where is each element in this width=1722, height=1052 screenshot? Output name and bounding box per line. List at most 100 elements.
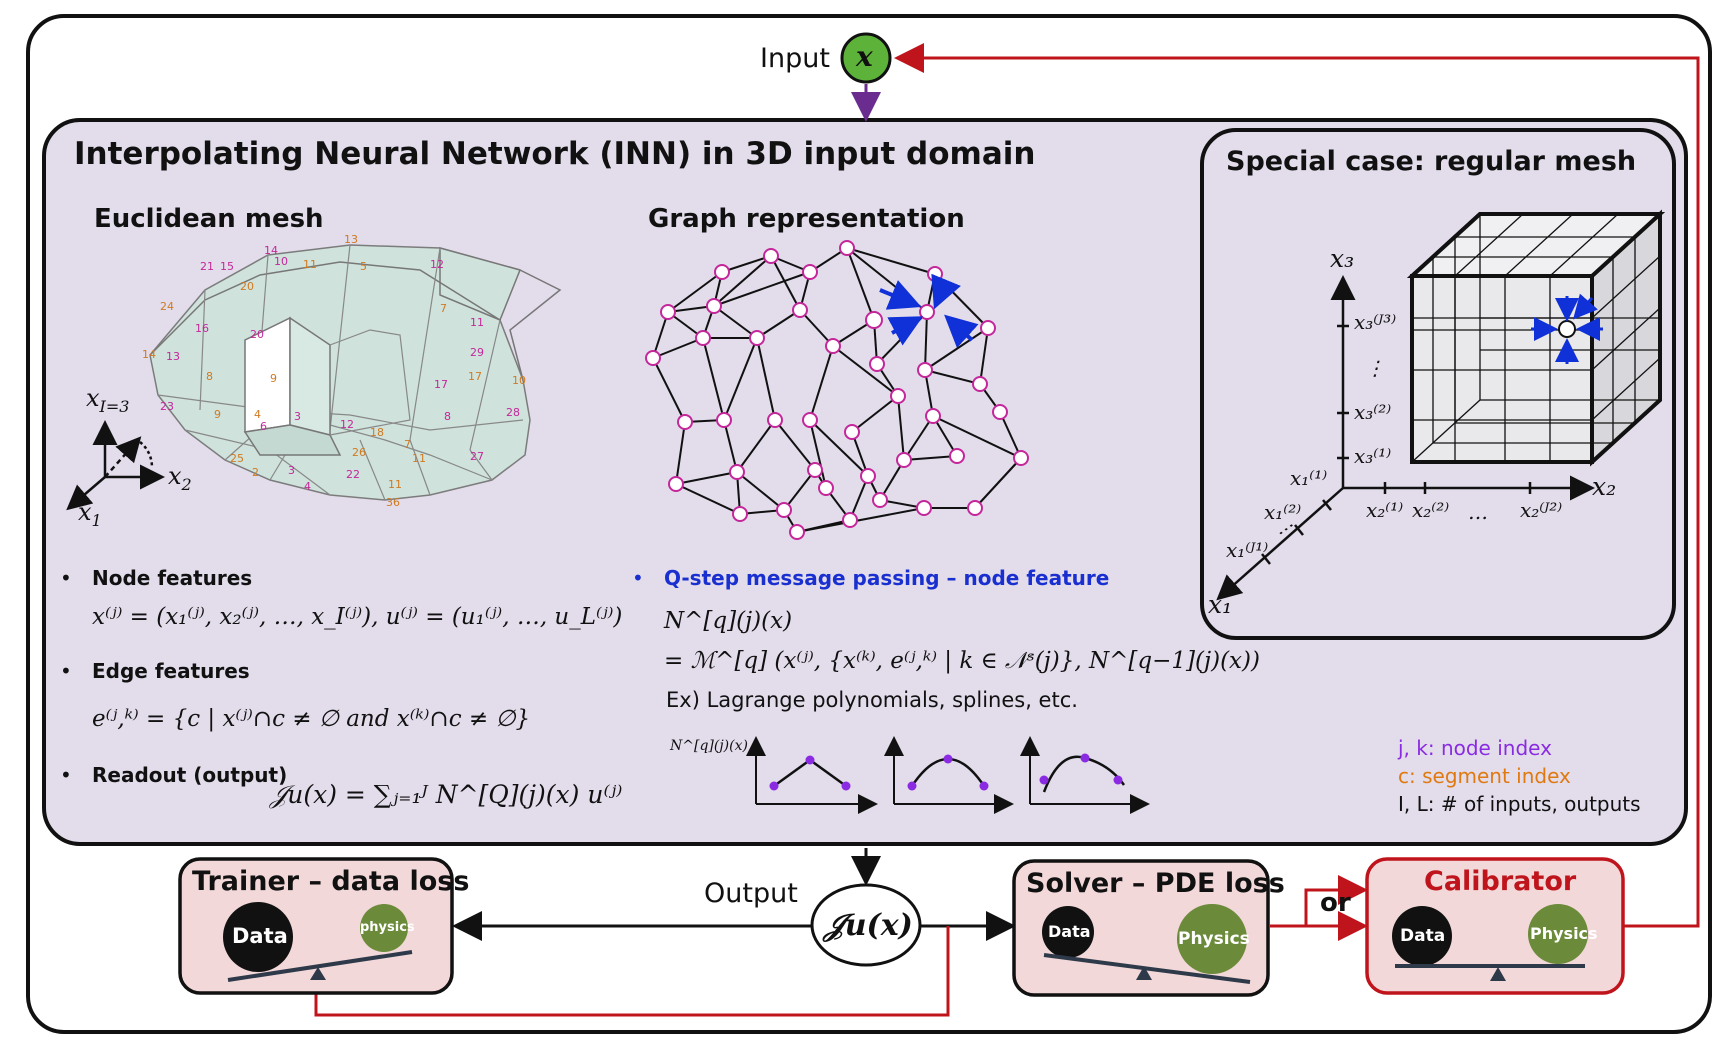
mesh-node-label: 8: [206, 370, 213, 383]
bullet-node: •: [60, 566, 72, 590]
graph-node: [927, 266, 943, 282]
graph-node: [869, 356, 885, 372]
graph-edge: [702, 337, 725, 421]
graph-edge: [736, 419, 776, 473]
graph-node: [839, 240, 855, 256]
graph-edge: [652, 357, 686, 423]
graph-edge: [809, 419, 869, 477]
graph-node: [695, 330, 711, 346]
graph-node: [729, 464, 745, 480]
mesh-node-label: 21: [200, 260, 214, 273]
special-x1-tick-j1: x₁⁽ᴶ¹⁾: [1226, 538, 1269, 562]
graph-node: [645, 350, 661, 366]
special-axis-x3: x₃: [1330, 244, 1355, 273]
graph-node: [917, 362, 933, 378]
plot-y-label: N^[q](j)(x): [670, 738, 748, 754]
mesh-node-label: 28: [506, 406, 520, 419]
graph-edge: [979, 327, 989, 385]
graph-edge: [974, 457, 1022, 509]
graph-edge: [774, 419, 816, 471]
solver-fulcrum: [1136, 966, 1152, 980]
graph-node: [668, 476, 684, 492]
trainer-physics-label: physics: [360, 920, 415, 935]
graph-edge: [846, 247, 875, 321]
graph-node: [967, 500, 983, 516]
mesh-node-label: 11: [412, 452, 426, 465]
mesh-node-label: 13: [166, 350, 180, 363]
interpolation-plot-points: [769, 753, 1123, 791]
special-x3-tick-1: x₃⁽¹⁾: [1354, 444, 1392, 468]
mesh-node-label: 10: [512, 374, 526, 387]
output-label: Output: [704, 878, 798, 909]
graph-node: [844, 424, 860, 440]
graph-message-arrows: [879, 273, 979, 348]
bullet-readout: •: [60, 763, 72, 787]
mesh-node-label: 10: [274, 255, 288, 268]
bullet-message: •: [632, 566, 644, 590]
mesh-node-label: 14: [142, 348, 156, 361]
message-eq-1: N^[q](j)(x): [664, 608, 793, 634]
mesh-node-label: 22: [346, 468, 360, 481]
mesh-node-label: 6: [260, 420, 267, 433]
mesh-node-label: 12: [430, 258, 444, 271]
input-symbol: x: [856, 40, 873, 73]
mesh-node-label: 4: [304, 480, 311, 493]
mesh-node-label: 11: [303, 258, 317, 271]
graph-node: [763, 248, 779, 264]
mesh-node-label: 17: [434, 378, 448, 391]
graph-edge: [667, 271, 723, 313]
special-x3-tick-j3: x₃⁽ᴶ³⁾: [1354, 310, 1397, 334]
mesh-node-label: 14: [264, 244, 278, 257]
graph-edge: [721, 255, 772, 273]
calibrator-physics-label: Physics: [1530, 924, 1598, 943]
mesh-node-label: 20: [250, 328, 264, 341]
message-passing-title: Q-step message passing – node feature: [664, 566, 1110, 590]
graph-edge: [713, 305, 758, 339]
message-example: Ex) Lagrange polynomials, splines, etc.: [666, 688, 1078, 712]
euclid-axis-x2: x2: [168, 462, 192, 494]
graph-edge: [756, 309, 801, 339]
graph-node: [896, 452, 912, 468]
graph-edge: [897, 395, 905, 461]
graph-node: [980, 320, 996, 336]
graph-edge: [796, 507, 925, 533]
solver-physics-label: Physics: [1178, 929, 1250, 949]
readout-eq: 𝒥u(x) = ∑ⱼ₌₁ᴶ N^[Q](j)(x) u⁽ʲ⁾: [270, 780, 623, 809]
special-x1-tick-2: x₁⁽²⁾: [1264, 500, 1302, 524]
special-axis-x1: x₁: [1208, 590, 1233, 619]
graph-edge: [799, 309, 834, 347]
solver-data-label: Data: [1048, 922, 1091, 941]
graph-node: [767, 412, 783, 428]
graph-edge: [903, 415, 934, 461]
special-case-title: Special case: regular mesh: [1226, 146, 1637, 177]
special-x1-tick-1: x₁⁽¹⁾: [1290, 466, 1328, 490]
calibrator-fulcrum: [1490, 967, 1506, 981]
special-x2-tick-dots: …: [1468, 500, 1488, 524]
graph-edge: [736, 471, 785, 511]
graph-node: [919, 304, 935, 320]
graph-edge: [924, 311, 928, 371]
trainer-physics-ball: [360, 904, 408, 952]
node-features-title: Node features: [92, 566, 253, 590]
graph-edge: [924, 369, 981, 385]
graph-nodes: [645, 240, 1029, 540]
graph-node: [842, 512, 858, 528]
graph-representation-title: Graph representation: [648, 204, 965, 234]
graph-edge: [723, 337, 758, 421]
special-x3-tick-2: x₃⁽²⁾: [1354, 400, 1392, 424]
mesh-node-label: 29: [470, 346, 484, 359]
graph-node: [802, 412, 818, 428]
graph-edge: [723, 419, 738, 473]
graph-edge: [713, 271, 811, 307]
calibrator-data-ball: [1392, 906, 1452, 966]
special-x2-tick-j2: x₂⁽ᴶ²⁾: [1520, 498, 1563, 522]
graph-edge: [903, 455, 958, 461]
graph-node: [749, 330, 765, 346]
mesh-node-label: 24: [160, 300, 174, 313]
graph-node: [677, 414, 693, 430]
calibrator-feedback-line: [894, 43, 1700, 928]
graph-node: [714, 264, 730, 280]
legend-segment-index: c: segment index: [1398, 764, 1571, 788]
graph-edge: [809, 419, 827, 489]
graph-edge: [999, 411, 1022, 459]
